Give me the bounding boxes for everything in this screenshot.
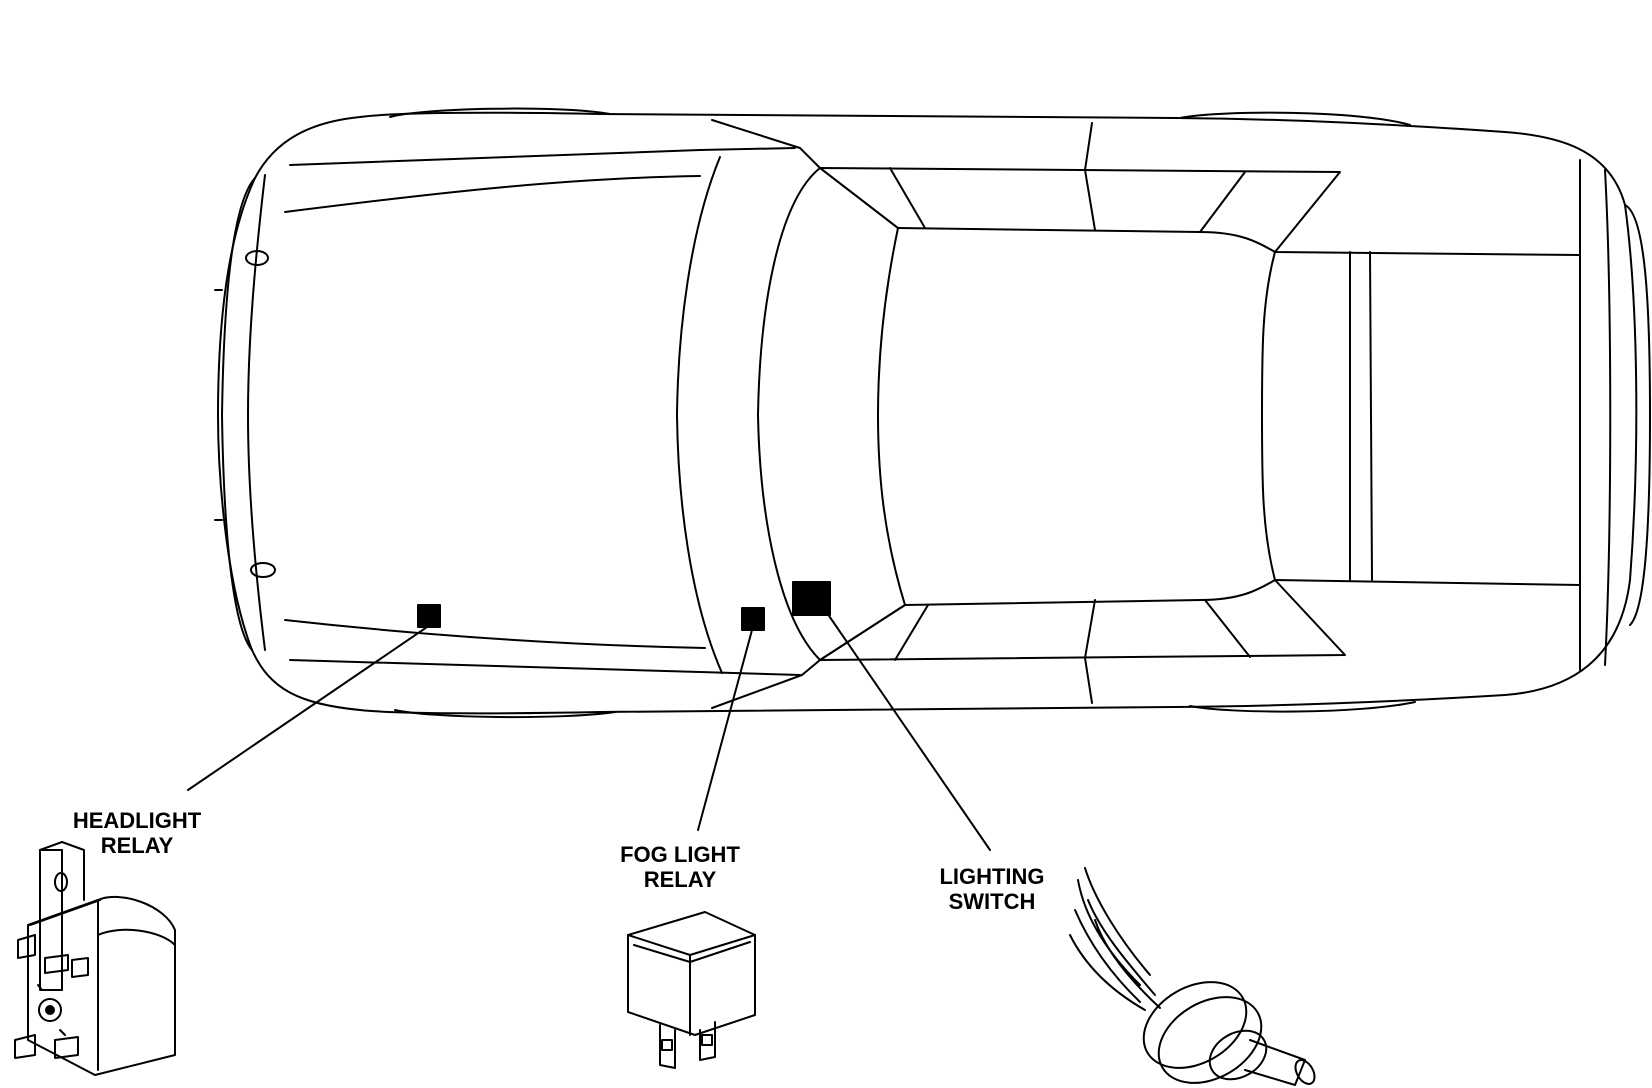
side-windows-top — [819, 167, 1341, 253]
wheel-arch-front-top — [389, 107, 611, 118]
roof-outline — [897, 227, 1581, 606]
vehicle-body-outline — [217, 111, 1638, 715]
fender-line-top — [247, 174, 266, 651]
rear-bumper — [1624, 204, 1651, 626]
side-windows-bottom — [819, 579, 1346, 661]
vehicle-top-view — [214, 107, 1651, 719]
front-marker-top — [245, 250, 269, 266]
cowl-line — [676, 156, 723, 674]
fog-light-relay-label-line2: RELAY — [643, 867, 717, 892]
fog-light-relay-leader-line — [697, 629, 753, 831]
headlight-relay-leader-line — [187, 624, 431, 791]
hood-outline — [289, 147, 801, 676]
rear-window — [1261, 251, 1373, 581]
lighting-switch-leader-line — [824, 609, 991, 851]
wheel-arch-rear-bottom — [1189, 701, 1416, 713]
front-marker-bottom — [250, 562, 276, 578]
fog-light-relay-label-line1: FOG LIGHT — [620, 842, 740, 867]
wheel-arch-front-bottom — [394, 709, 616, 719]
front-bumper — [221, 177, 256, 651]
lighting-switch-label: LIGHTING SWITCH — [939, 864, 1044, 914]
headlight-relay-label-line2: RELAY — [100, 833, 174, 858]
fog-light-relay-illustration — [627, 911, 756, 1069]
headlight-relay-label: HEADLIGHT RELAY — [73, 808, 201, 858]
hood-edge — [284, 175, 706, 649]
headlight-relay-label-line1: HEADLIGHT — [72, 808, 202, 833]
lighting-switch-location-marker — [792, 581, 831, 616]
fog-light-relay-label: FOG LIGHT RELAY — [620, 842, 740, 892]
lighting-switch-label-line2: SWITCH — [948, 889, 1036, 914]
windshield — [757, 167, 906, 661]
trunk-outline — [1579, 159, 1612, 671]
fog-light-relay-location-marker — [741, 607, 765, 631]
b-pillar — [1084, 122, 1093, 704]
headlight-relay-location-marker — [417, 604, 441, 628]
a-pillar — [711, 119, 821, 709]
lighting-switch-illustration — [1069, 867, 1316, 1086]
lighting-switch-label-line1: LIGHTING — [939, 864, 1045, 889]
headlight-relay-illustration — [14, 841, 176, 1076]
body-notches — [214, 289, 223, 521]
wheel-arch-rear-top — [1179, 111, 1411, 126]
